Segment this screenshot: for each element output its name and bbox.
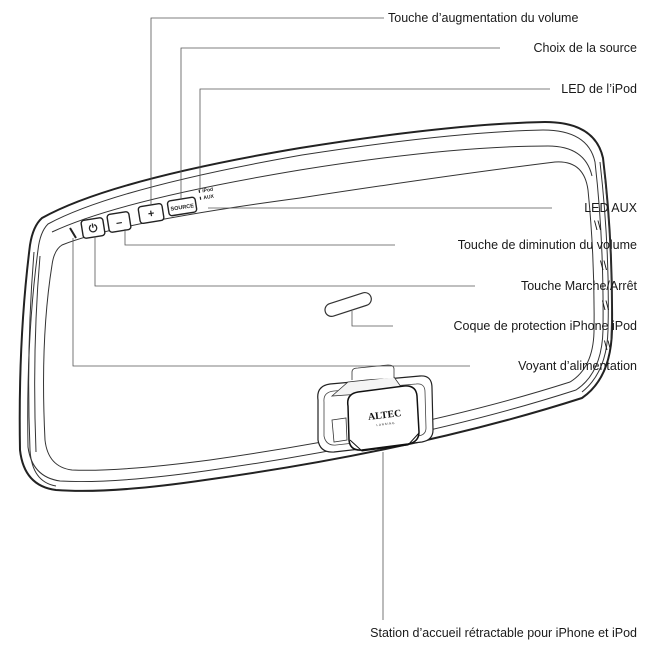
- leader-protective-shell: [351, 311, 393, 327]
- break-mark: \\: [594, 219, 601, 233]
- power-button[interactable]: ⏻: [80, 217, 106, 239]
- retractable-dock: ALTEC LANSING: [317, 364, 434, 453]
- label-power-indicator: Voyant d’alimentation: [518, 359, 637, 373]
- altec-logo-sub: LANSING: [376, 421, 395, 427]
- break-mark: \\: [600, 259, 607, 273]
- led-labels: iPod AUX: [198, 187, 215, 202]
- label-source: Choix de la source: [533, 41, 637, 55]
- volume-up-button[interactable]: +: [137, 202, 165, 225]
- break-mark: \\: [604, 339, 611, 353]
- leader-volume-up: [150, 17, 384, 205]
- break-marks: \\ \\ \\ \\: [594, 219, 611, 353]
- ipod-led-label: iPod: [202, 187, 214, 195]
- protective-shell: [324, 291, 372, 317]
- speaker-outer-shell: [18, 120, 614, 492]
- label-power: Touche Marche/Arrêt: [521, 279, 638, 293]
- speaker-top-ridge: [51, 145, 593, 233]
- speaker-body: [18, 120, 614, 492]
- label-protective-shell: Coque de protection iPhone iPod: [454, 319, 638, 333]
- altec-logo: ALTEC: [367, 408, 402, 423]
- callout-labels: Touche d’augmentation du volume Choix de…: [370, 11, 637, 640]
- volume-down-button[interactable]: –: [106, 211, 132, 233]
- label-volume-up: Touche d’augmentation du volume: [388, 11, 578, 25]
- label-dock: Station d’accueil rétractable pour iPhon…: [370, 626, 637, 640]
- aux-led-label: AUX: [203, 194, 215, 202]
- leader-ipod-led: [199, 88, 550, 190]
- power-icon: ⏻: [88, 221, 99, 235]
- power-indicator-led: [69, 227, 77, 239]
- leader-power-indicator: [72, 238, 470, 367]
- source-label: SOURCE: [170, 203, 195, 213]
- speaker-inner-shell: [27, 129, 604, 483]
- plus-label: +: [147, 208, 155, 221]
- label-ipod-led: LED de l’iPod: [561, 82, 637, 96]
- speaker-front-face-edge: [43, 161, 595, 471]
- label-aux-led: LED AUX: [584, 201, 637, 215]
- break-mark: \\: [602, 299, 609, 313]
- leader-lines: [72, 17, 552, 620]
- leader-volume-down: [124, 229, 395, 246]
- leader-source: [180, 47, 500, 200]
- minus-label: –: [115, 217, 123, 230]
- control-panel: ⏻ – + SOURCE iPod AUX: [69, 187, 215, 239]
- leader-power: [94, 236, 475, 287]
- source-button[interactable]: SOURCE: [166, 196, 198, 217]
- label-volume-down: Touche de diminution du volume: [458, 238, 637, 252]
